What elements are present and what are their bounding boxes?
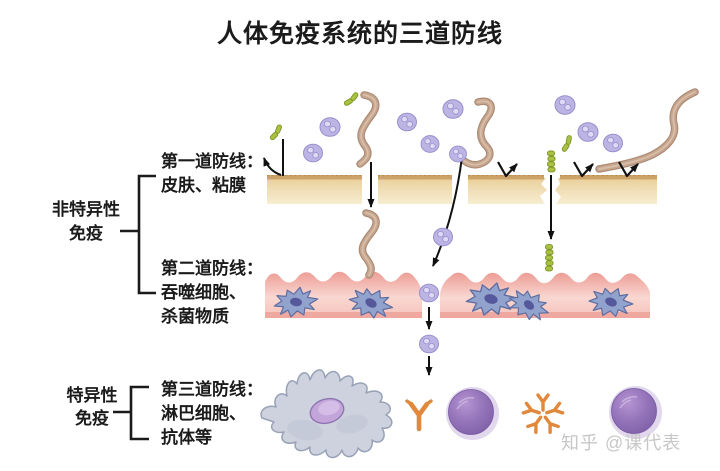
parasite-worm [459, 97, 495, 169]
entry-path-gap2 [432, 156, 463, 267]
skin-surface [267, 175, 362, 180]
watermark: 知乎 @课代表 [561, 433, 682, 453]
macrophage-cell [260, 369, 393, 459]
nonspecific-bracket [120, 174, 156, 295]
label-third-defense: 第三道防线： 淋巴细胞、 抗体等 [161, 380, 263, 447]
parasite-worm [356, 91, 380, 168]
coccus-bacterium [419, 283, 439, 303]
tissue-base [265, 312, 422, 318]
skin-surface [560, 175, 657, 180]
skin-segment [555, 178, 657, 204]
coccus-bacterium [397, 112, 417, 132]
label-nonspecific-immunity: 非特异性 免疫 [52, 200, 120, 243]
coccus-bacterium [420, 135, 440, 153]
specific-bracket [113, 385, 149, 441]
deflect-arrow-left [263, 157, 282, 176]
coccus-bacterium [433, 227, 453, 247]
coccus-bacterium [442, 99, 464, 119]
label-specific-immunity: 特异性 免疫 [66, 386, 118, 428]
lymphocyte-cell [445, 386, 500, 441]
coccus-bacterium [419, 334, 439, 354]
deflect-arrow-2 [573, 161, 594, 178]
antibody-cluster [521, 393, 565, 435]
coccus-bacterium [449, 145, 467, 163]
skin-segment [378, 178, 452, 204]
bacillus-pair [560, 133, 575, 154]
coccus-bacterium [577, 122, 599, 142]
deflect-arrow-3 [618, 161, 639, 178]
label-second-defense: 第二道防线： 吞噬细胞、 杀菌物质 [161, 259, 263, 326]
bacillus-chain [546, 150, 556, 173]
coccus-bacterium [319, 117, 341, 137]
deflect-arrow-1 [497, 161, 518, 178]
bacillus-pair [268, 122, 285, 142]
skin-barrier [267, 174, 657, 204]
parasite-worm [358, 209, 380, 279]
bacillus-pair [342, 90, 361, 108]
page-title: 人体免疫系统的三道防线 [216, 20, 503, 48]
antibody-y [405, 399, 433, 432]
coccus-bacterium [603, 133, 623, 153]
mucosa-tissue [265, 271, 650, 318]
skin-segment [468, 178, 547, 204]
parasite-worm [595, 88, 699, 173]
skin-segment [267, 178, 362, 204]
skin-surface [468, 175, 544, 180]
tissue-base [440, 312, 650, 318]
skin-surface [378, 175, 452, 180]
label-first-defense: 第一道防线： 皮肤、粘膜 [161, 152, 263, 195]
coccus-bacterium [303, 143, 323, 163]
coccus-bacterium [554, 95, 576, 115]
bacillus-chain [544, 244, 554, 272]
